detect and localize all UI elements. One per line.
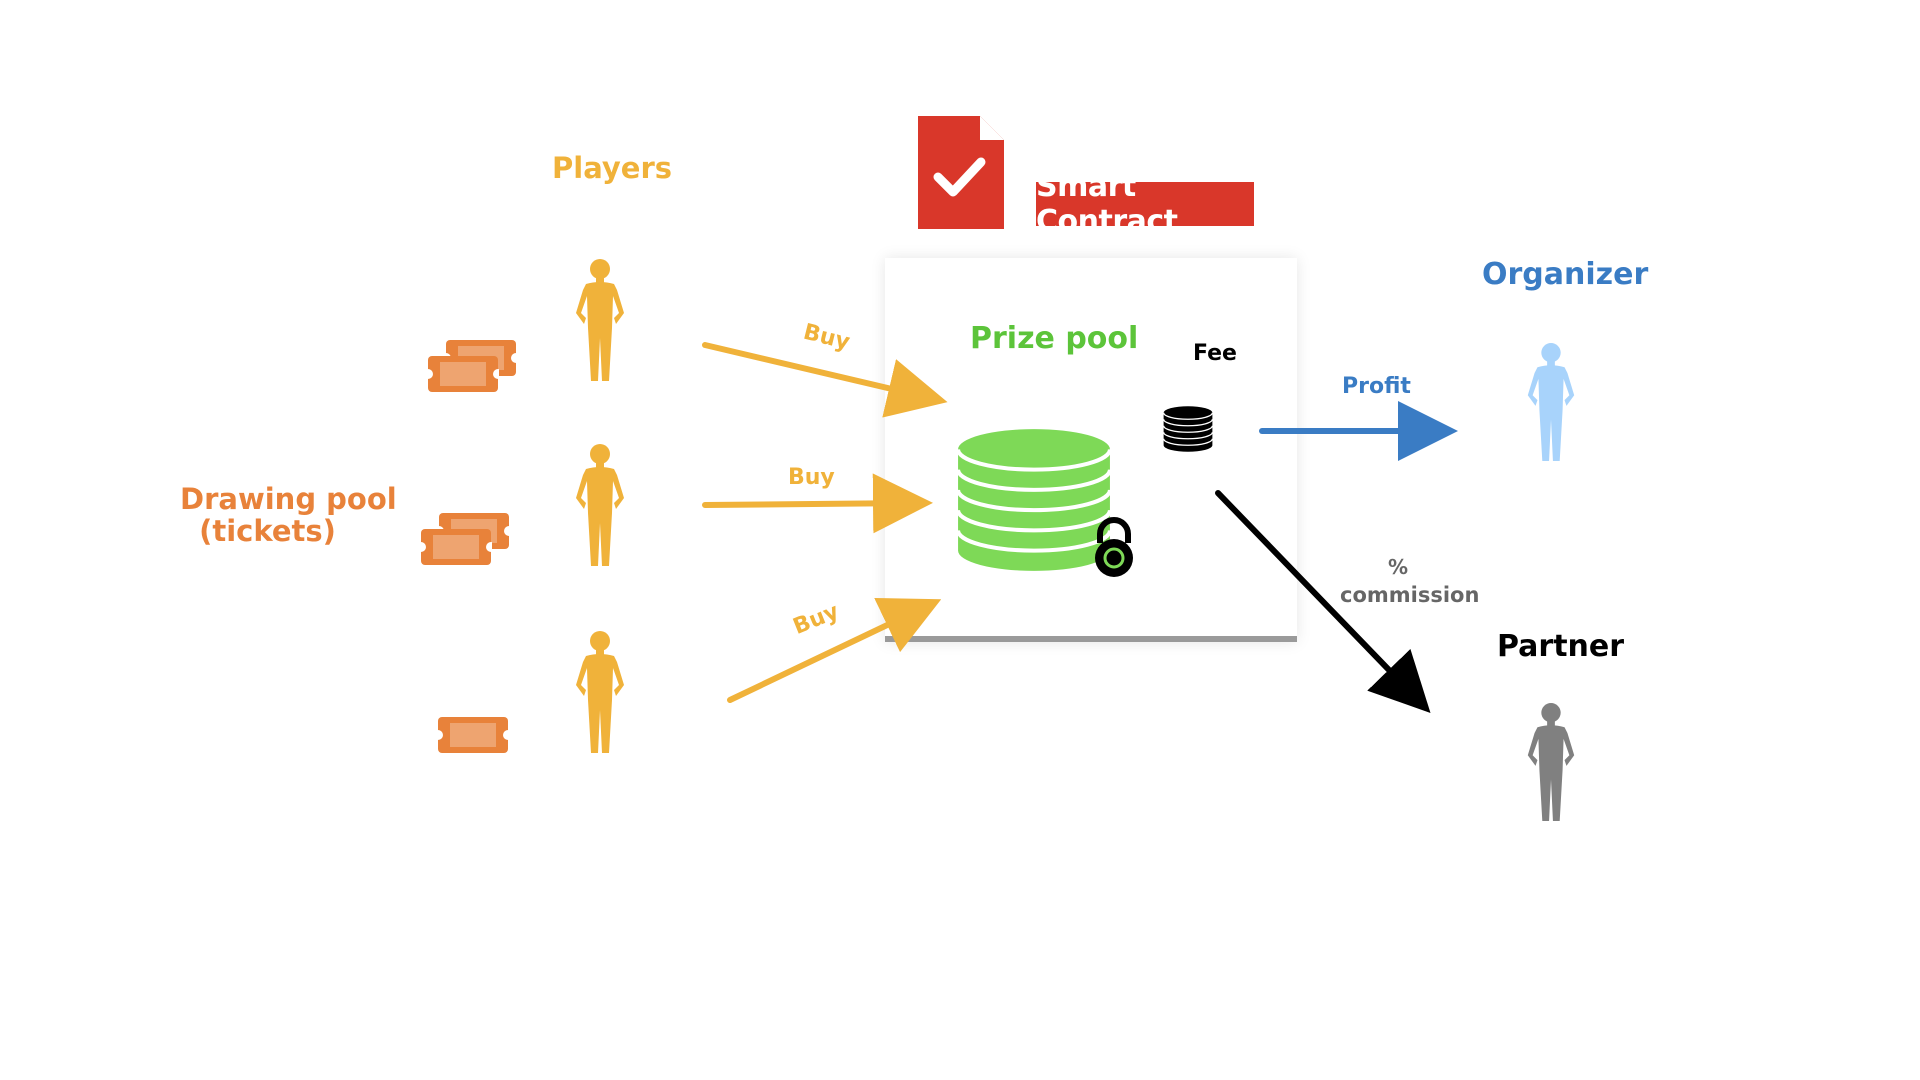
- profit-label: Profit: [1342, 374, 1411, 399]
- buy-arrow-1: [702, 342, 948, 418]
- coin-stack-icon: [1162, 405, 1214, 453]
- document-check-icon: [918, 116, 1004, 229]
- person-icon: [576, 631, 624, 753]
- ticket-icon: [420, 513, 510, 565]
- buy-label-2: Buy: [788, 465, 835, 490]
- person-icon: [1527, 703, 1575, 821]
- players-label: Players: [552, 151, 673, 185]
- ticket-icon: [427, 340, 517, 392]
- partner-label: Partner: [1497, 629, 1625, 664]
- ticket-icon: [437, 717, 509, 753]
- fee-label: Fee: [1193, 341, 1237, 366]
- commission-arrow: [1215, 490, 1431, 713]
- smart-contract-label: Smart Contract: [1036, 169, 1254, 239]
- buy-arrow-3: [727, 598, 942, 703]
- percent-label: %: [1388, 555, 1409, 579]
- organizer-label: Organizer: [1482, 257, 1649, 292]
- drawing-pool-label-line-2: (tickets): [199, 513, 336, 548]
- prize-pool-label: Prize pool: [970, 321, 1139, 356]
- buy-arrow-2: [702, 473, 933, 534]
- person-icon: [576, 444, 624, 566]
- drawing-pool-label: Drawing pool (tickets): [180, 482, 397, 548]
- padlock-icon: [1095, 517, 1133, 577]
- commission-label: commission: [1340, 583, 1480, 607]
- person-icon: [576, 259, 624, 381]
- coin-stack-icon: [958, 429, 1110, 571]
- drawing-pool-label-line-1: Drawing pool: [180, 482, 397, 516]
- person-icon: [1527, 343, 1575, 461]
